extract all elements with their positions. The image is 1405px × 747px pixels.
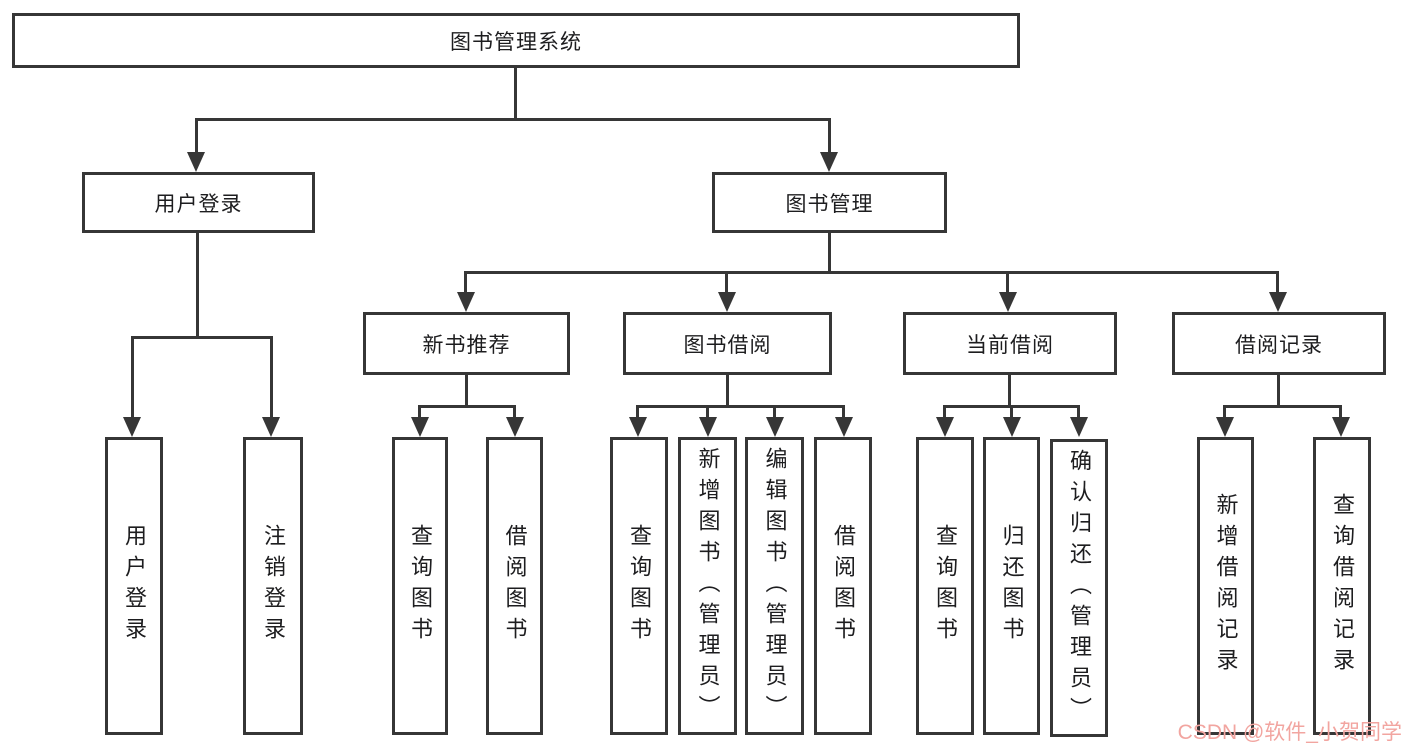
connector-rec-drop-2 (513, 405, 516, 419)
node-new-book-rec: 新书推荐 (363, 312, 570, 375)
node-current-borrow: 当前借阅 (903, 312, 1117, 375)
connector-root-drop-left (195, 118, 198, 154)
node-leaf-br-query-record-label: 查询借阅记录 (1330, 493, 1355, 679)
connector-borrow-rail (636, 405, 845, 408)
node-leaf-rec-query-book: 查询图书 (392, 437, 448, 735)
connector-rec-drop-1 (418, 405, 421, 419)
node-leaf-bb-borrow-book-label: 借阅图书 (831, 524, 856, 648)
watermark: CSDN @软件_小贺同学 (1177, 721, 1402, 744)
node-leaf-bb-borrow-book: 借阅图书 (814, 437, 872, 735)
node-leaf-rec-borrow-book: 借阅图书 (486, 437, 543, 735)
node-leaf-bb-query-book: 查询图书 (610, 437, 668, 735)
connector-userlogin-rail (131, 336, 273, 339)
node-book-borrow-label: 图书借阅 (683, 333, 772, 357)
node-leaf-bb-edit-book-label: 编辑图书（管理员） (762, 446, 788, 726)
connector-current-stem (1008, 375, 1011, 405)
node-user-login-label: 用户登录 (154, 192, 243, 216)
connector-userlogin-drop-2 (270, 336, 273, 417)
node-book-mgmt-label: 图书管理 (785, 192, 874, 216)
arrow-down-icon (1070, 417, 1088, 437)
node-leaf-rec-borrow-book-label: 借阅图书 (502, 524, 528, 648)
node-leaf-cb-confirm-return: 确认归还（管理员） (1050, 439, 1108, 737)
node-leaf-cb-query-book: 查询图书 (916, 437, 974, 735)
arrow-down-icon (457, 292, 475, 312)
node-user-login: 用户登录 (82, 172, 315, 233)
connector-borrow-drop-3 (773, 405, 776, 419)
connector-root-stem (514, 68, 517, 118)
arrow-down-icon (936, 417, 954, 437)
arrow-down-icon (820, 152, 838, 172)
arrow-down-icon (411, 417, 429, 437)
connector-borrow-stem (726, 375, 729, 405)
connector-borrow-drop-4 (842, 405, 845, 419)
node-leaf-bb-edit-book: 编辑图书（管理员） (745, 437, 804, 735)
node-leaf-rec-query-book-label: 查询图书 (408, 524, 433, 648)
node-borrow-record-label: 借阅记录 (1235, 333, 1323, 357)
connector-bookmgmt-drop-2 (725, 271, 728, 294)
connector-bookmgmt-drop-4 (1276, 271, 1279, 294)
arrow-down-icon (1269, 292, 1287, 312)
connector-borrow-drop-1 (636, 405, 639, 419)
node-root: 图书管理系统 (12, 13, 1020, 68)
node-borrow-record: 借阅记录 (1172, 312, 1386, 375)
arrow-down-icon (1216, 417, 1234, 437)
connector-record-stem (1277, 375, 1280, 405)
connector-bookmgmt-drop-1 (464, 271, 467, 294)
arrow-down-icon (718, 292, 736, 312)
node-current-borrow-label: 当前借阅 (966, 333, 1054, 357)
connector-bookmgmt-drop-3 (1006, 271, 1009, 294)
node-new-book-rec-label: 新书推荐 (422, 333, 511, 357)
connector-current-drop-2 (1010, 405, 1013, 419)
arrow-down-icon (699, 417, 717, 437)
connector-current-drop-1 (943, 405, 946, 419)
node-leaf-cb-confirm-return-label: 确认归还（管理员） (1067, 448, 1092, 728)
connector-bookmgmt-rail (464, 271, 1279, 274)
node-leaf-bb-add-book-label: 新增图书（管理员） (695, 446, 721, 726)
arrow-down-icon (123, 417, 141, 437)
node-book-mgmt: 图书管理 (712, 172, 947, 233)
node-leaf-logout-label: 注销登录 (261, 524, 286, 648)
node-leaf-user-login: 用户登录 (105, 437, 163, 735)
connector-record-rail (1223, 405, 1342, 408)
node-leaf-br-add-record-label: 新增借阅记录 (1213, 493, 1239, 679)
arrow-down-icon (1332, 417, 1350, 437)
connector-userlogin-stem (196, 233, 199, 336)
node-leaf-cb-return-book: 归还图书 (983, 437, 1040, 735)
connector-root-rail (195, 118, 831, 121)
arrow-down-icon (629, 417, 647, 437)
connector-current-drop-3 (1077, 405, 1080, 419)
node-leaf-bb-add-book: 新增图书（管理员） (678, 437, 737, 735)
node-book-borrow: 图书借阅 (623, 312, 832, 375)
node-leaf-user-login-label: 用户登录 (122, 524, 147, 648)
arrow-down-icon (999, 292, 1017, 312)
node-leaf-br-query-record: 查询借阅记录 (1313, 437, 1371, 735)
arrow-down-icon (506, 417, 524, 437)
connector-root-drop-right (828, 118, 831, 154)
node-leaf-logout: 注销登录 (243, 437, 303, 735)
arrow-down-icon (766, 417, 784, 437)
node-leaf-cb-query-book-label: 查询图书 (933, 524, 958, 648)
connector-rec-rail (418, 405, 516, 408)
node-leaf-bb-query-book-label: 查询图书 (627, 524, 652, 648)
connector-record-drop-2 (1339, 405, 1342, 419)
connector-borrow-drop-2 (706, 405, 709, 419)
node-root-label: 图书管理系统 (450, 30, 582, 54)
connector-rec-stem (465, 375, 468, 405)
arrow-down-icon (262, 417, 280, 437)
node-leaf-cb-return-book-label: 归还图书 (999, 524, 1025, 648)
connector-userlogin-drop-1 (131, 336, 134, 417)
connector-bookmgmt-stem (828, 233, 831, 271)
arrow-down-icon (835, 417, 853, 437)
node-leaf-br-add-record: 新增借阅记录 (1197, 437, 1254, 735)
arrow-down-icon (1003, 417, 1021, 437)
connector-record-drop-1 (1223, 405, 1226, 419)
arrow-down-icon (187, 152, 205, 172)
